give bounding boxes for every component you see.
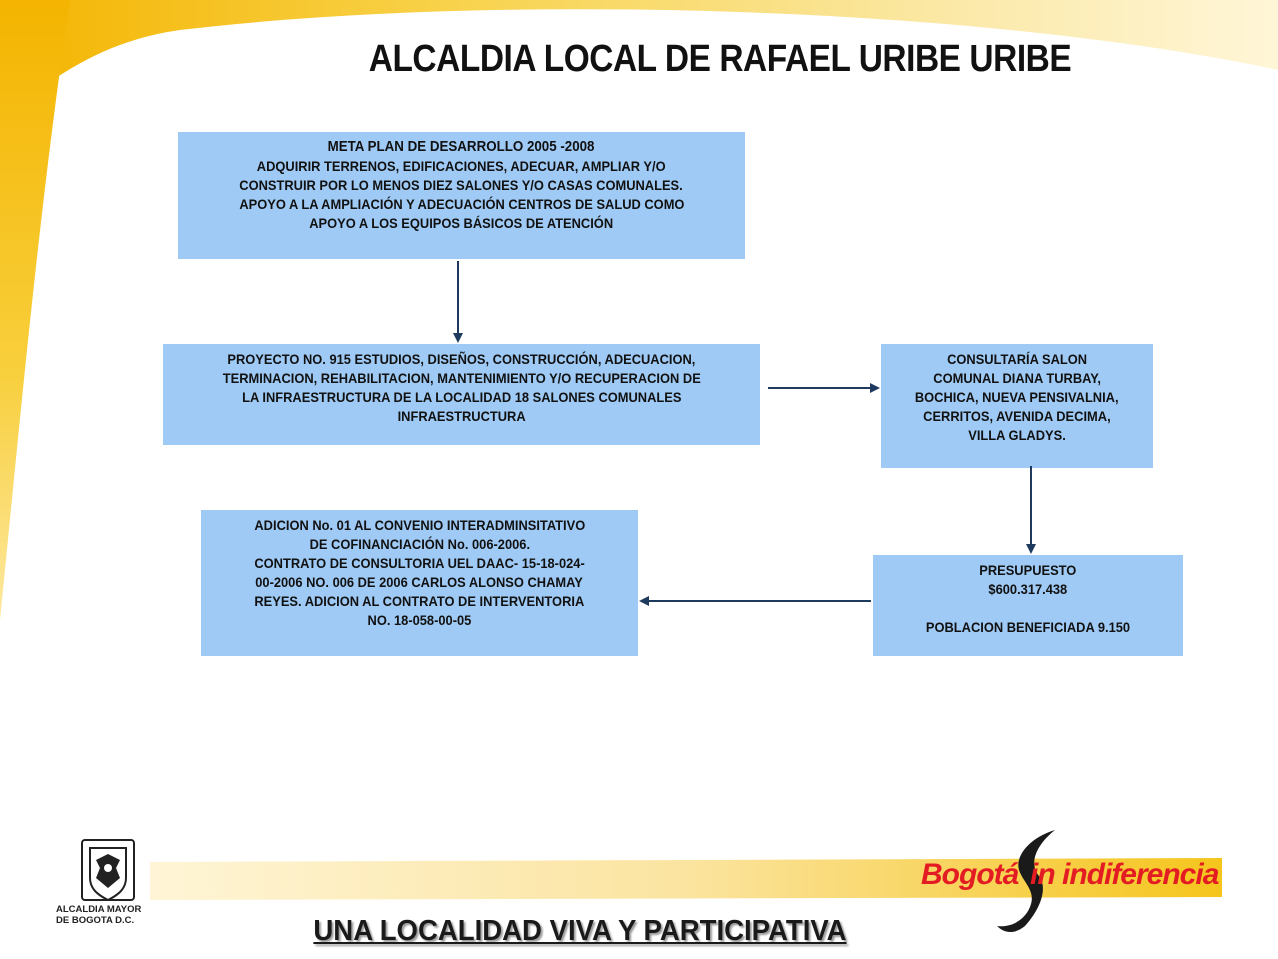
consultoria-line: CONSULTARÍA SALON — [946, 351, 1088, 367]
crest-line: DE BOGOTA D.C. — [56, 915, 135, 926]
proyecto-line: PROYECTO NO. 915 ESTUDIOS, DISEÑOS, CONS… — [227, 351, 696, 367]
adicion-line: CONTRATO DE CONSULTORIA UEL DAAC- 15-18-… — [254, 555, 585, 571]
adicion-line: 00-2006 NO. 006 DE 2006 CARLOS ALONSO CH… — [255, 574, 584, 590]
brand-word-indiferencia: in indiferencia — [1030, 858, 1219, 891]
poblacion-beneficiada: POBLACION BENEFICIADA 9.150 — [925, 619, 1131, 635]
consultoria-box: CONSULTARÍA SALON COMUNAL DIANA TURBAY, … — [881, 344, 1153, 468]
meta-plan-line: APOYO A LA AMPLIACIÓN Y ADECUACIÓN CENTR… — [238, 196, 685, 212]
adicion-box: ADICION No. 01 AL CONVENIO INTERADMINSIT… — [201, 510, 638, 656]
adicion-line: NO. 18-058-00-05 — [367, 612, 472, 628]
adicion-line: REYES. ADICION AL CONTRATO DE INTERVENTO… — [254, 593, 585, 609]
proyecto-line: INFRAESTRUCTURA — [397, 408, 526, 424]
presupuesto-label: PRESUPUESTO — [979, 562, 1077, 578]
crest-line: ALCALDIA MAYOR — [56, 904, 142, 915]
adicion-line: ADICION No. 01 AL CONVENIO INTERADMINSIT… — [254, 517, 585, 533]
proyecto-line: LA INFRAESTRUCTURA DE LA LOCALIDAD 18 SA… — [241, 389, 682, 405]
meta-plan-heading: META PLAN DE DESARROLLO 2005 -2008 — [328, 139, 595, 155]
presupuesto-box: PRESUPUESTO $600.317.438 POBLACION BENEF… — [873, 555, 1183, 656]
bogota-coat-of-arms-icon — [81, 839, 135, 902]
bogota-s-swoosh-icon — [997, 830, 1055, 932]
consultoria-line: COMUNAL DIANA TURBAY, — [933, 370, 1101, 386]
proyecto-box: PROYECTO NO. 915 ESTUDIOS, DISEÑOS, CONS… — [163, 344, 760, 445]
meta-plan-line: CONSTRUIR POR LO MENOS DIEZ SALONES Y/O … — [239, 177, 684, 193]
meta-plan-line: ADQUIRIR TERRENOS, EDIFICACIONES, ADECUA… — [257, 158, 666, 174]
consultoria-line: CERRITOS, AVENIDA DECIMA, — [923, 408, 1111, 424]
consultoria-line: VILLA GLADYS. — [968, 427, 1066, 443]
consultoria-line: BOCHICA, NUEVA PENSIVALNIA, — [915, 389, 1119, 405]
proyecto-line: TERMINACION, REHABILITACION, MANTENIMIEN… — [222, 370, 701, 386]
brand-word-bogota: Bogotá — [921, 858, 1019, 891]
slogan: UNA LOCALIDAD VIVA Y PARTICIPATIVA — [313, 915, 847, 947]
alcaldia-mayor-label: ALCALDIA MAYOR DE BOGOTA D.C. — [56, 904, 166, 926]
meta-plan-line: APOYO A LOS EQUIPOS BÁSICOS DE ATENCIÓN — [309, 215, 614, 231]
presupuesto-amount: $600.317.438 — [988, 581, 1068, 597]
page-title: ALCALDIA LOCAL DE RAFAEL URIBE URIBE — [368, 38, 1072, 80]
adicion-line: DE COFINANCIACIÓN No. 006-2006. — [309, 536, 530, 552]
meta-plan-box: META PLAN DE DESARROLLO 2005 -2008 ADQUI… — [178, 132, 745, 259]
